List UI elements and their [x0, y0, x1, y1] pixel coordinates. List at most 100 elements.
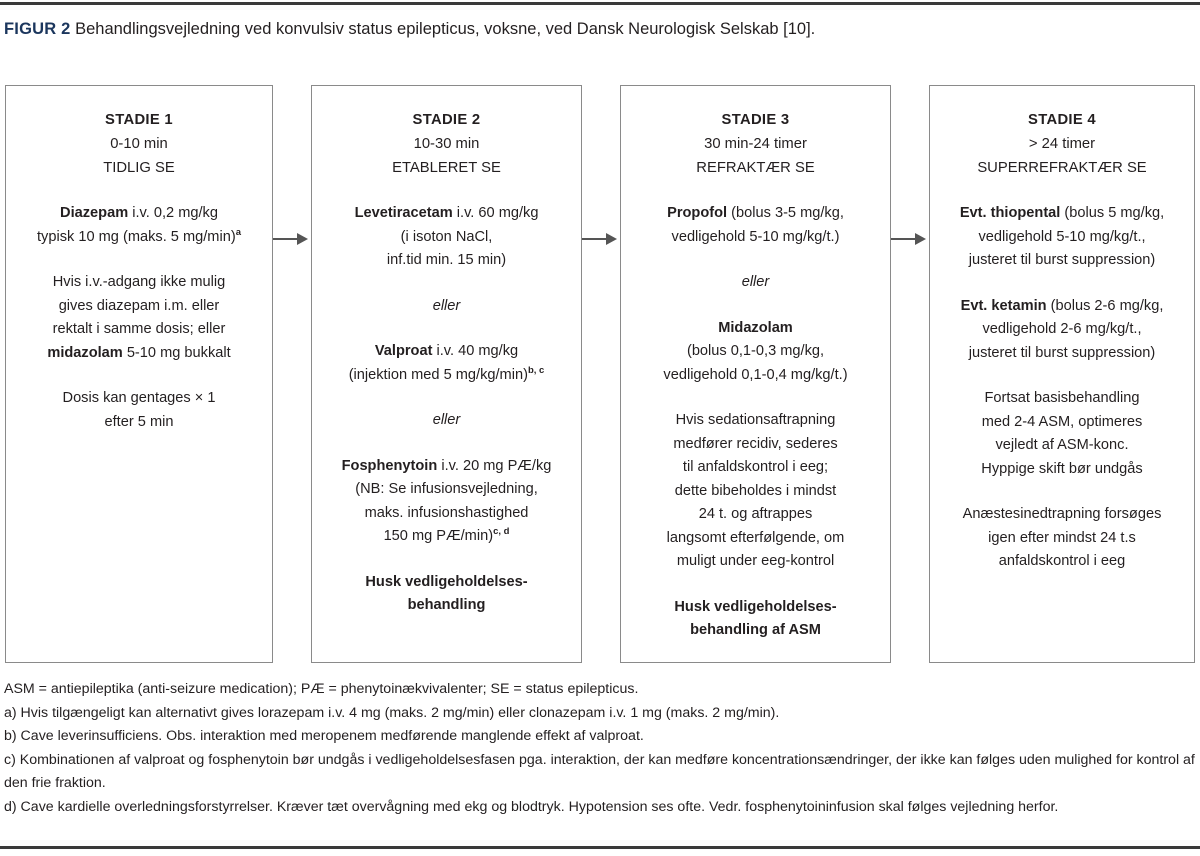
stage-text-block: eller — [631, 271, 880, 295]
stage-2-to-3-arrow-icon — [582, 233, 620, 245]
drug-name-label: Valproat — [374, 343, 433, 359]
stage-text-block: Propofol (bolus 3-5 mg/kg, vedligehold 5-… — [631, 202, 880, 249]
stage-text-line: 24 t. og aftrappes — [698, 506, 813, 522]
stage-text-block: Husk vedligeholdelses-behandling — [322, 571, 571, 618]
drug-name-label: Levetiracetam — [354, 205, 453, 221]
stage-text-line: eller — [322, 409, 571, 433]
stage-text-block: eller — [322, 295, 571, 319]
alternative-separator-label: eller — [432, 297, 461, 314]
footnote-a: a) Hvis tilgængeligt kan alternativt giv… — [4, 704, 780, 721]
stage-text-line: Levetiracetam i.v. 60 mg/kg — [354, 205, 539, 221]
stage-text-line: til anfaldskontrol i eeg; — [682, 459, 829, 475]
arrow-head — [297, 233, 308, 245]
stage-text-block: Husk vedligeholdelses-behandling af ASM — [631, 596, 880, 643]
stage-text-line: behandling — [407, 597, 486, 613]
drug-name-label: Evt. ketamin — [960, 297, 1047, 314]
stage-2-body: Levetiracetam i.v. 60 mg/kg (i isoton NaC… — [322, 202, 571, 618]
arrow-head — [915, 233, 926, 245]
stage-text-line: inf.tid min. 15 min) — [386, 252, 507, 268]
arrow-shaft — [582, 238, 612, 240]
stage-text-line: Propofol (bolus 3-5 mg/kg, — [667, 205, 844, 221]
stage-text-line: Diazepam i.v. 0,2 mg/kg — [60, 205, 218, 221]
stage-text-line: Anæstesinedtrapning forsøges — [962, 506, 1162, 522]
stage-3-to-4-arrow-icon — [891, 233, 929, 245]
stage-text-block: Fosphenytoin i.v. 20 mg PÆ/kg(NB: Se inf… — [322, 455, 571, 549]
arrow-shaft — [273, 238, 303, 240]
stage-text-line: 150 mg PÆ/min)c, d — [383, 526, 510, 544]
footnote-marker: a — [235, 226, 241, 238]
stage-2-time: 10-30 min — [413, 136, 480, 152]
stage-1-to-2-arrow-icon — [273, 233, 311, 245]
stage-text-line: eller — [322, 295, 571, 319]
stage-text-line: vedligehold 0,1-0,4 mg/kg/t.) — [663, 366, 848, 383]
footnote-c: c) Kombinationen af valproat og fospheny… — [4, 751, 1195, 792]
stage-box-3: STADIE 3 30 min-24 timer REFRAKTÆR SE Pr… — [620, 85, 891, 663]
stage-text-line: vedligehold 5-10 mg/kg/t.) — [671, 228, 840, 245]
stage-text-line: Husk vedligeholdelses- — [365, 573, 528, 590]
stage-1-type: TIDLIG SE — [103, 160, 175, 176]
stage-text-line: Husk vedligeholdelses- — [674, 598, 837, 615]
footnote-marker: b, c — [527, 364, 545, 376]
stage-text-line: gives diazepam i.m. eller — [58, 297, 220, 314]
stage-text-line: maks. infusionshastighed — [364, 504, 529, 521]
stage-4-title: STADIE 4 — [1028, 112, 1096, 128]
stage-2-title: STADIE 2 — [412, 112, 481, 128]
stage-text-line: Dosis kan gentages × 1 — [62, 390, 216, 406]
drug-name-label: Fosphenytoin — [341, 457, 438, 474]
stage-text-line: eller — [631, 271, 880, 295]
stage-text-line: justeret til burst suppression) — [968, 252, 1156, 268]
stage-text-line: justeret til burst suppression) — [968, 344, 1156, 361]
stage-box-1: STADIE 1 0-10 min TIDLIG SE Diazepam i.v… — [5, 85, 273, 663]
stage-text-line: Evt. ketamin (bolus 2-6 mg/kg, — [960, 297, 1164, 314]
arrow-head — [606, 233, 617, 245]
stage-3-title: STADIE 3 — [721, 112, 790, 128]
stage-text-line: Evt. thiopental (bolus 5 mg/kg, — [959, 205, 1165, 221]
drug-name-label: Diazepam — [60, 205, 129, 221]
stage-text-line: (injektion med 5 mg/kg/min)b, c — [348, 364, 545, 383]
stage-text-line: Hyppige skift bør undgås — [981, 460, 1143, 477]
footnote-abbreviations: ASM = antiepileptika (anti-seizure medic… — [4, 681, 639, 697]
footnote-d: d) Cave kardielle overledningsforstyrrel… — [4, 798, 1059, 815]
stage-box-4: STADIE 4 > 24 timer SUPERREFRAKTÆR SE Ev… — [929, 85, 1195, 663]
top-divider-rule — [0, 2, 1200, 5]
stage-3-type: REFRAKTÆR SE — [696, 160, 815, 176]
drug-name-label: Evt. thiopental — [959, 205, 1061, 221]
stage-text-line: Valproat i.v. 40 mg/kg — [374, 343, 519, 359]
stage-text-line: behandling af ASM — [690, 622, 821, 638]
stage-4-time: > 24 timer — [1028, 136, 1096, 152]
figure-number-label: FIGUR 2 — [4, 20, 71, 38]
stage-text-line: Hvis sedationsaftrapning — [675, 412, 836, 428]
alternative-separator-label: eller — [741, 274, 770, 290]
stage-text-line: vejledt af ASM-konc. — [995, 437, 1129, 453]
footnote-marker: c, d — [493, 526, 510, 538]
stage-text-line: langsomt efterfølgende, om — [666, 529, 845, 546]
stage-text-block: Evt. ketamin (bolus 2-6 mg/kg,vedligehol… — [940, 295, 1184, 366]
stage-text-line: (bolus 0,1-0,3 mg/kg, — [686, 343, 825, 359]
stage-text-block: eller — [322, 409, 571, 433]
stage-text-line: Fosphenytoin i.v. 20 mg PÆ/kg — [341, 457, 552, 474]
stage-text-line: Fortsat basisbehandling — [984, 390, 1140, 406]
stage-text-block: Midazolam(bolus 0,1-0,3 mg/kg,vedligehol… — [631, 317, 880, 388]
stage-text-line: anfaldskontrol i eeg — [998, 553, 1126, 569]
figure-caption: FIGUR 2 Behandlingsvejledning ved konvul… — [4, 17, 1004, 42]
stage-3-body: Propofol (bolus 3-5 mg/kg, vedligehold 5-… — [631, 202, 880, 643]
footnote-b: b) Cave leverinsufficiens. Obs. interakt… — [4, 728, 644, 745]
stage-text-line: midazolam 5-10 mg bukkalt — [47, 344, 231, 361]
stage-2-type: ETABLERET SE — [392, 160, 501, 176]
stage-text-block: Valproat i.v. 40 mg/kg (injektion med 5 m… — [322, 340, 571, 387]
figure-caption-text: Behandlingsvejledning ved konvulsiv stat… — [70, 20, 816, 38]
stage-text-block: Evt. thiopental (bolus 5 mg/kg,vedligeho… — [940, 202, 1184, 273]
stage-text-line: (i isoton NaCl, — [400, 228, 493, 245]
alternative-separator-label: eller — [432, 412, 461, 428]
stage-boxes-row: STADIE 1 0-10 min TIDLIG SE Diazepam i.v… — [0, 85, 1200, 665]
stage-3-time: 30 min-24 timer — [704, 136, 807, 152]
stage-text-line: medfører recidiv, sederes — [673, 435, 838, 452]
drug-name-label: midazolam — [47, 344, 123, 361]
stage-text-block: Hvis sedationsaftrapning medfører recidiv… — [631, 409, 880, 574]
